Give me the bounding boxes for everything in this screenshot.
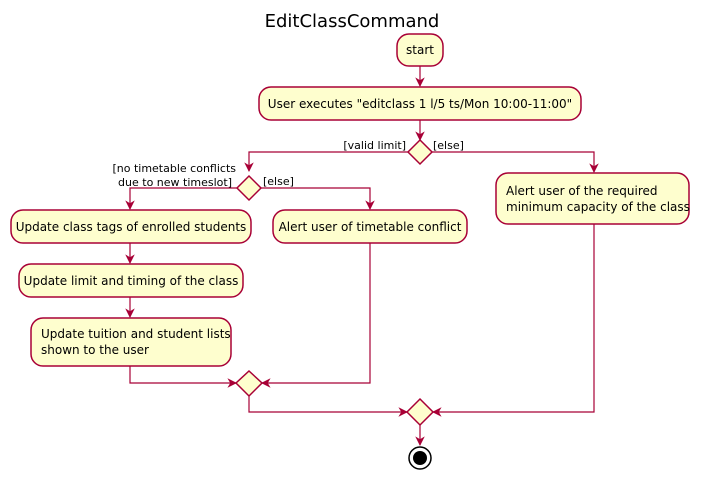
decision-valid-limit	[406, 138, 434, 166]
edge-decision1-else	[432, 151, 599, 173]
edge-merge1-to-merge2	[248, 396, 408, 417]
user-executes-label: User executes "editclass 1 l/5 ts/Mon 10…	[268, 97, 572, 111]
user-executes-node: User executes "editclass 1 l/5 ts/Mon 10…	[258, 86, 582, 121]
start-label: start	[406, 43, 434, 57]
update-tuition-label-line1: Update tuition and student lists	[41, 327, 231, 341]
edge-tuition-to-merge1	[129, 366, 237, 388]
guard-else-inner: [else]	[263, 175, 294, 188]
edge-decision1-valid	[244, 151, 408, 172]
guard-no-conflicts-line2: due to new timeslot]	[118, 176, 232, 189]
update-limit-label: Update limit and timing of the class	[24, 274, 239, 288]
alert-conflict-label: Alert user of timetable conflict	[279, 220, 462, 234]
edge-capacity-to-merge2	[432, 224, 595, 417]
merge-inner	[234, 369, 264, 398]
guard-no-conflicts-line1: [no timetable conflicts	[112, 162, 236, 175]
update-tuition-node: Update tuition and student lists shown t…	[30, 317, 232, 367]
alert-capacity-node: Alert user of the required minimum capac…	[495, 172, 690, 225]
alert-conflict-node: Alert user of timetable conflict	[272, 209, 468, 244]
update-tuition-label-line2: shown to the user	[41, 343, 149, 357]
guard-valid-limit: [valid limit]	[343, 139, 406, 152]
decision-timetable-conflict	[235, 174, 263, 202]
guard-else-outer: [else]	[433, 139, 464, 152]
edge-conflict-to-merge1	[261, 243, 371, 388]
edge-decision2-noconflict	[125, 187, 237, 210]
start-node: start	[396, 33, 444, 67]
end-node	[408, 446, 432, 470]
edges	[125, 66, 599, 446]
edge-decision2-else	[261, 187, 375, 210]
alert-capacity-label-line2: minimum capacity of the class	[506, 200, 690, 214]
update-tags-label: Update class tags of enrolled students	[16, 220, 247, 234]
update-tags-node: Update class tags of enrolled students	[10, 209, 252, 244]
merge-outer	[405, 397, 435, 427]
alert-capacity-label-line1: Alert user of the required	[506, 184, 658, 198]
diagram-title: EditClassCommand	[265, 11, 440, 32]
update-limit-node: Update limit and timing of the class	[18, 263, 244, 298]
